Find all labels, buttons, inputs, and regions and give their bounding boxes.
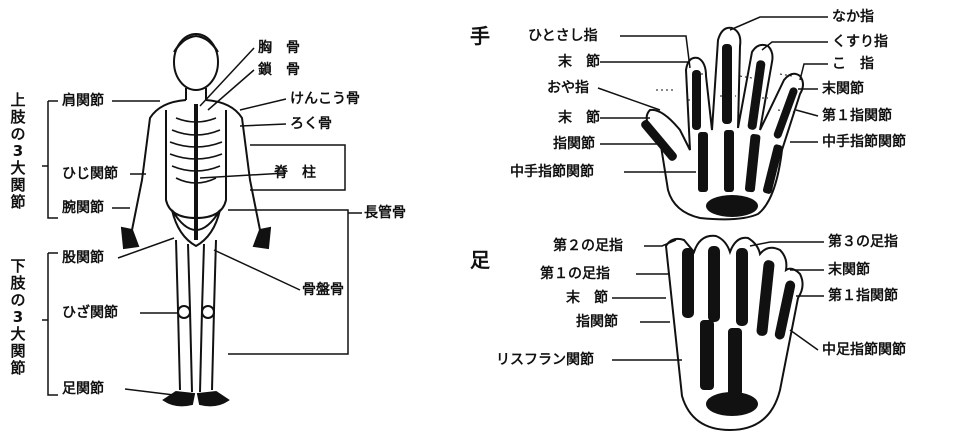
human-body-figure <box>120 33 272 407</box>
lisfranc-joint-label: リスフラン関節 <box>496 352 594 368</box>
elbow-joint-label: ひじ関節 <box>62 166 118 182</box>
thumb-label: おや指 <box>547 80 589 96</box>
second-toe-label: 第２の足指 <box>553 238 623 254</box>
foot-distal-phalanx-label: 末 節 <box>566 290 608 306</box>
third-toe-label: 第３の足指 <box>828 234 898 250</box>
distal-phalanx-label-2: 末 節 <box>558 110 600 126</box>
middle-finger-label: なか指 <box>832 9 874 25</box>
sternum-label: 胸 骨 <box>258 40 300 56</box>
foot-mtp-label: 中足指節関節 <box>822 342 906 358</box>
hand-interphalangeal-label: 指関節 <box>553 136 595 152</box>
foot-illustration <box>612 234 824 432</box>
hand-title: 手 <box>470 24 490 48</box>
hand-distal-joint-label: 末関節 <box>822 81 864 97</box>
ankle-joint-label: 足関節 <box>62 381 104 397</box>
upper-limb-joints-label: 上肢の3大関節 <box>10 91 26 211</box>
foot-distal-joint-label: 末関節 <box>828 262 870 278</box>
first-toe-label: 第１の足指 <box>540 266 610 282</box>
rib-label: ろく骨 <box>290 116 332 132</box>
lower-limb-joints-label: 下肢の3大関節 <box>10 257 26 377</box>
knee-joint-label: ひざ関節 <box>62 305 118 321</box>
little-finger-label: こ 指 <box>832 56 874 72</box>
long-bone-label: 長管骨 <box>364 205 406 221</box>
scapula-label: けんこう骨 <box>290 91 360 107</box>
index-finger-label: ひとさし指 <box>528 28 598 44</box>
distal-phalanx-label-1: 末 節 <box>558 54 600 70</box>
spine-label: 脊 柱 <box>274 165 316 181</box>
hand-mcp-right-label: 中手指節関節 <box>822 134 906 150</box>
hand-mcp-left-label: 中手指節関節 <box>510 164 594 180</box>
pelvis-label: 骨盤骨 <box>302 282 344 298</box>
hip-joint-label: 股関節 <box>62 250 104 266</box>
foot-title: 足 <box>470 248 490 272</box>
ring-finger-label: くすり指 <box>832 34 888 50</box>
hand-first-joint-label: 第１指関節 <box>822 108 892 124</box>
foot-first-joint-label: 第１指関節 <box>828 288 898 304</box>
wrist-joint-label: 腕関節 <box>62 200 104 216</box>
foot-interphalangeal-label: 指関節 <box>576 314 618 330</box>
shoulder-joint-label: 肩関節 <box>62 93 104 109</box>
hand-illustration <box>597 16 828 221</box>
clavicle-label: 鎖 骨 <box>258 62 300 78</box>
